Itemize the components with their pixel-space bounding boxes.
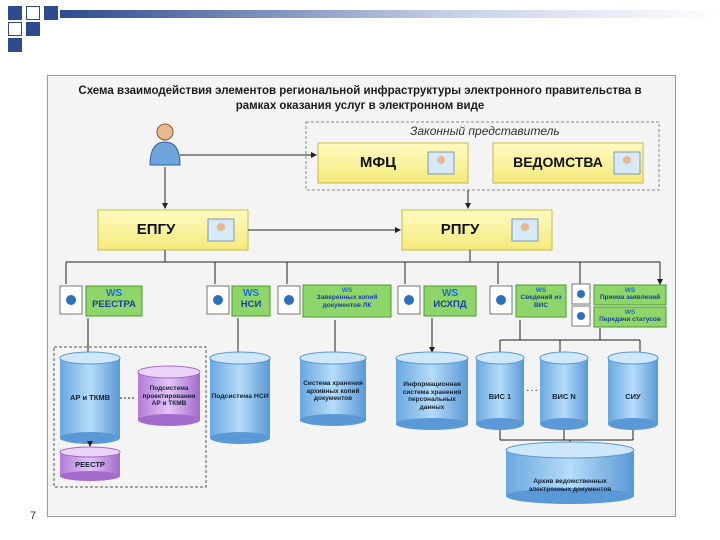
ws-label: WS	[105, 288, 123, 299]
nsi-cylinder	[209, 351, 271, 444]
ws-copies: WS Заверенных копий документов ЛК	[303, 287, 391, 309]
registry-group	[53, 346, 207, 488]
operator-icon	[207, 218, 235, 242]
operator-icon	[427, 151, 455, 175]
ws-service-name: Передачи статусов	[599, 316, 661, 323]
design-label: Подсистема проектирования АР и ТКМВ	[142, 385, 196, 407]
ws-ishpd: WS ИСХПД	[424, 288, 476, 310]
archive-copies-cylinder	[299, 351, 367, 426]
reestr-cylinder	[59, 446, 121, 481]
ws-label: WS	[535, 287, 547, 294]
representative-group	[305, 121, 660, 191]
rpgu-label: РПГУ	[440, 221, 480, 238]
connector	[499, 320, 641, 352]
decor-square	[8, 6, 22, 20]
document-icon	[489, 285, 513, 315]
ws-service-name: Приема заявлений	[599, 294, 661, 301]
ar-tkmv-cylinder	[59, 351, 121, 444]
vedomstva-label: ВЕДОМСТВА	[513, 154, 603, 170]
siu-label: СИУ	[625, 392, 641, 401]
ws-statusov: WS Передачи статусов	[594, 309, 666, 324]
ws-service-name: НСИ	[240, 299, 262, 310]
archive-copies-label: Система хранения архивных копий документ…	[303, 380, 363, 402]
ws-service-name: Заверенных копий документов ЛК	[316, 294, 378, 309]
representative-label: Законный представитель	[410, 124, 560, 138]
ws-reestr: WS РЕЕСТРА	[86, 288, 142, 310]
design-cylinder	[137, 365, 201, 426]
ws-label: WS	[441, 288, 459, 299]
decor-band	[60, 10, 720, 18]
page-number: 7	[30, 510, 37, 522]
ws-priema-box	[593, 284, 667, 306]
document-icon	[277, 285, 301, 315]
reestr-label: РЕЕСТР	[75, 460, 105, 469]
siu-cylinder	[607, 351, 659, 430]
document-icon	[397, 285, 421, 315]
diagram-title: Схема взаимодействия элементов региональ…	[78, 85, 642, 112]
connector	[499, 430, 634, 448]
decor-square	[44, 6, 58, 20]
archive-dept-cylinder	[505, 441, 635, 504]
ws-label: WS	[341, 287, 353, 294]
ws-copies-box	[302, 284, 392, 318]
document-icon	[59, 285, 83, 315]
decor-square	[8, 38, 22, 52]
document-icon	[206, 285, 230, 315]
connector	[164, 250, 471, 262]
ws-statusov-box	[593, 306, 667, 328]
operator-icon	[511, 218, 539, 242]
ws-nsi: WS НСИ	[232, 288, 270, 310]
connector	[87, 318, 432, 352]
archive-dept-label: Архив ведомственных электронных документ…	[528, 478, 612, 493]
decor-square	[26, 22, 40, 36]
ws-service-name: Сведений из ВИС	[520, 294, 562, 309]
personal-data-cylinder	[395, 351, 469, 430]
personal-data-label: Информационная система хранения персонал…	[402, 381, 462, 411]
ws-priema: WS Приема заявлений	[594, 287, 666, 302]
ws-reestr-box	[85, 285, 143, 317]
visn-label: ВИС N	[552, 392, 576, 401]
ws-nsi-box	[231, 285, 271, 317]
ws-label: WS	[624, 309, 636, 316]
connector	[65, 262, 660, 284]
vis1-label: ВИС 1	[488, 392, 512, 401]
epgu-label: ЕПГУ	[136, 221, 176, 238]
ws-vis-box	[515, 284, 567, 318]
vedomstva-box	[492, 142, 644, 184]
ws-label: WS	[624, 287, 636, 294]
ar-tkmv-label: АР и ТКМВ	[69, 393, 111, 402]
decor-square	[26, 6, 40, 20]
operator-icon	[613, 151, 641, 175]
document-icon	[571, 283, 591, 305]
user-icon	[149, 123, 181, 166]
ws-label: WS	[242, 288, 260, 299]
vis1-cylinder	[475, 351, 525, 430]
dots-label: . . .	[526, 384, 538, 393]
ws-service-name: ИСХПД	[433, 299, 467, 310]
mfc-label: МФЦ	[359, 154, 397, 171]
document-icon	[571, 305, 591, 327]
ws-service-name: РЕЕСТРА	[92, 299, 136, 310]
nsi-label: Подсистема НСИ	[211, 393, 269, 400]
ws-ishpd-box	[423, 285, 477, 317]
ws-vis: WS Сведений из ВИС	[516, 287, 566, 309]
visn-cylinder	[539, 351, 589, 430]
decor-square	[8, 22, 22, 36]
